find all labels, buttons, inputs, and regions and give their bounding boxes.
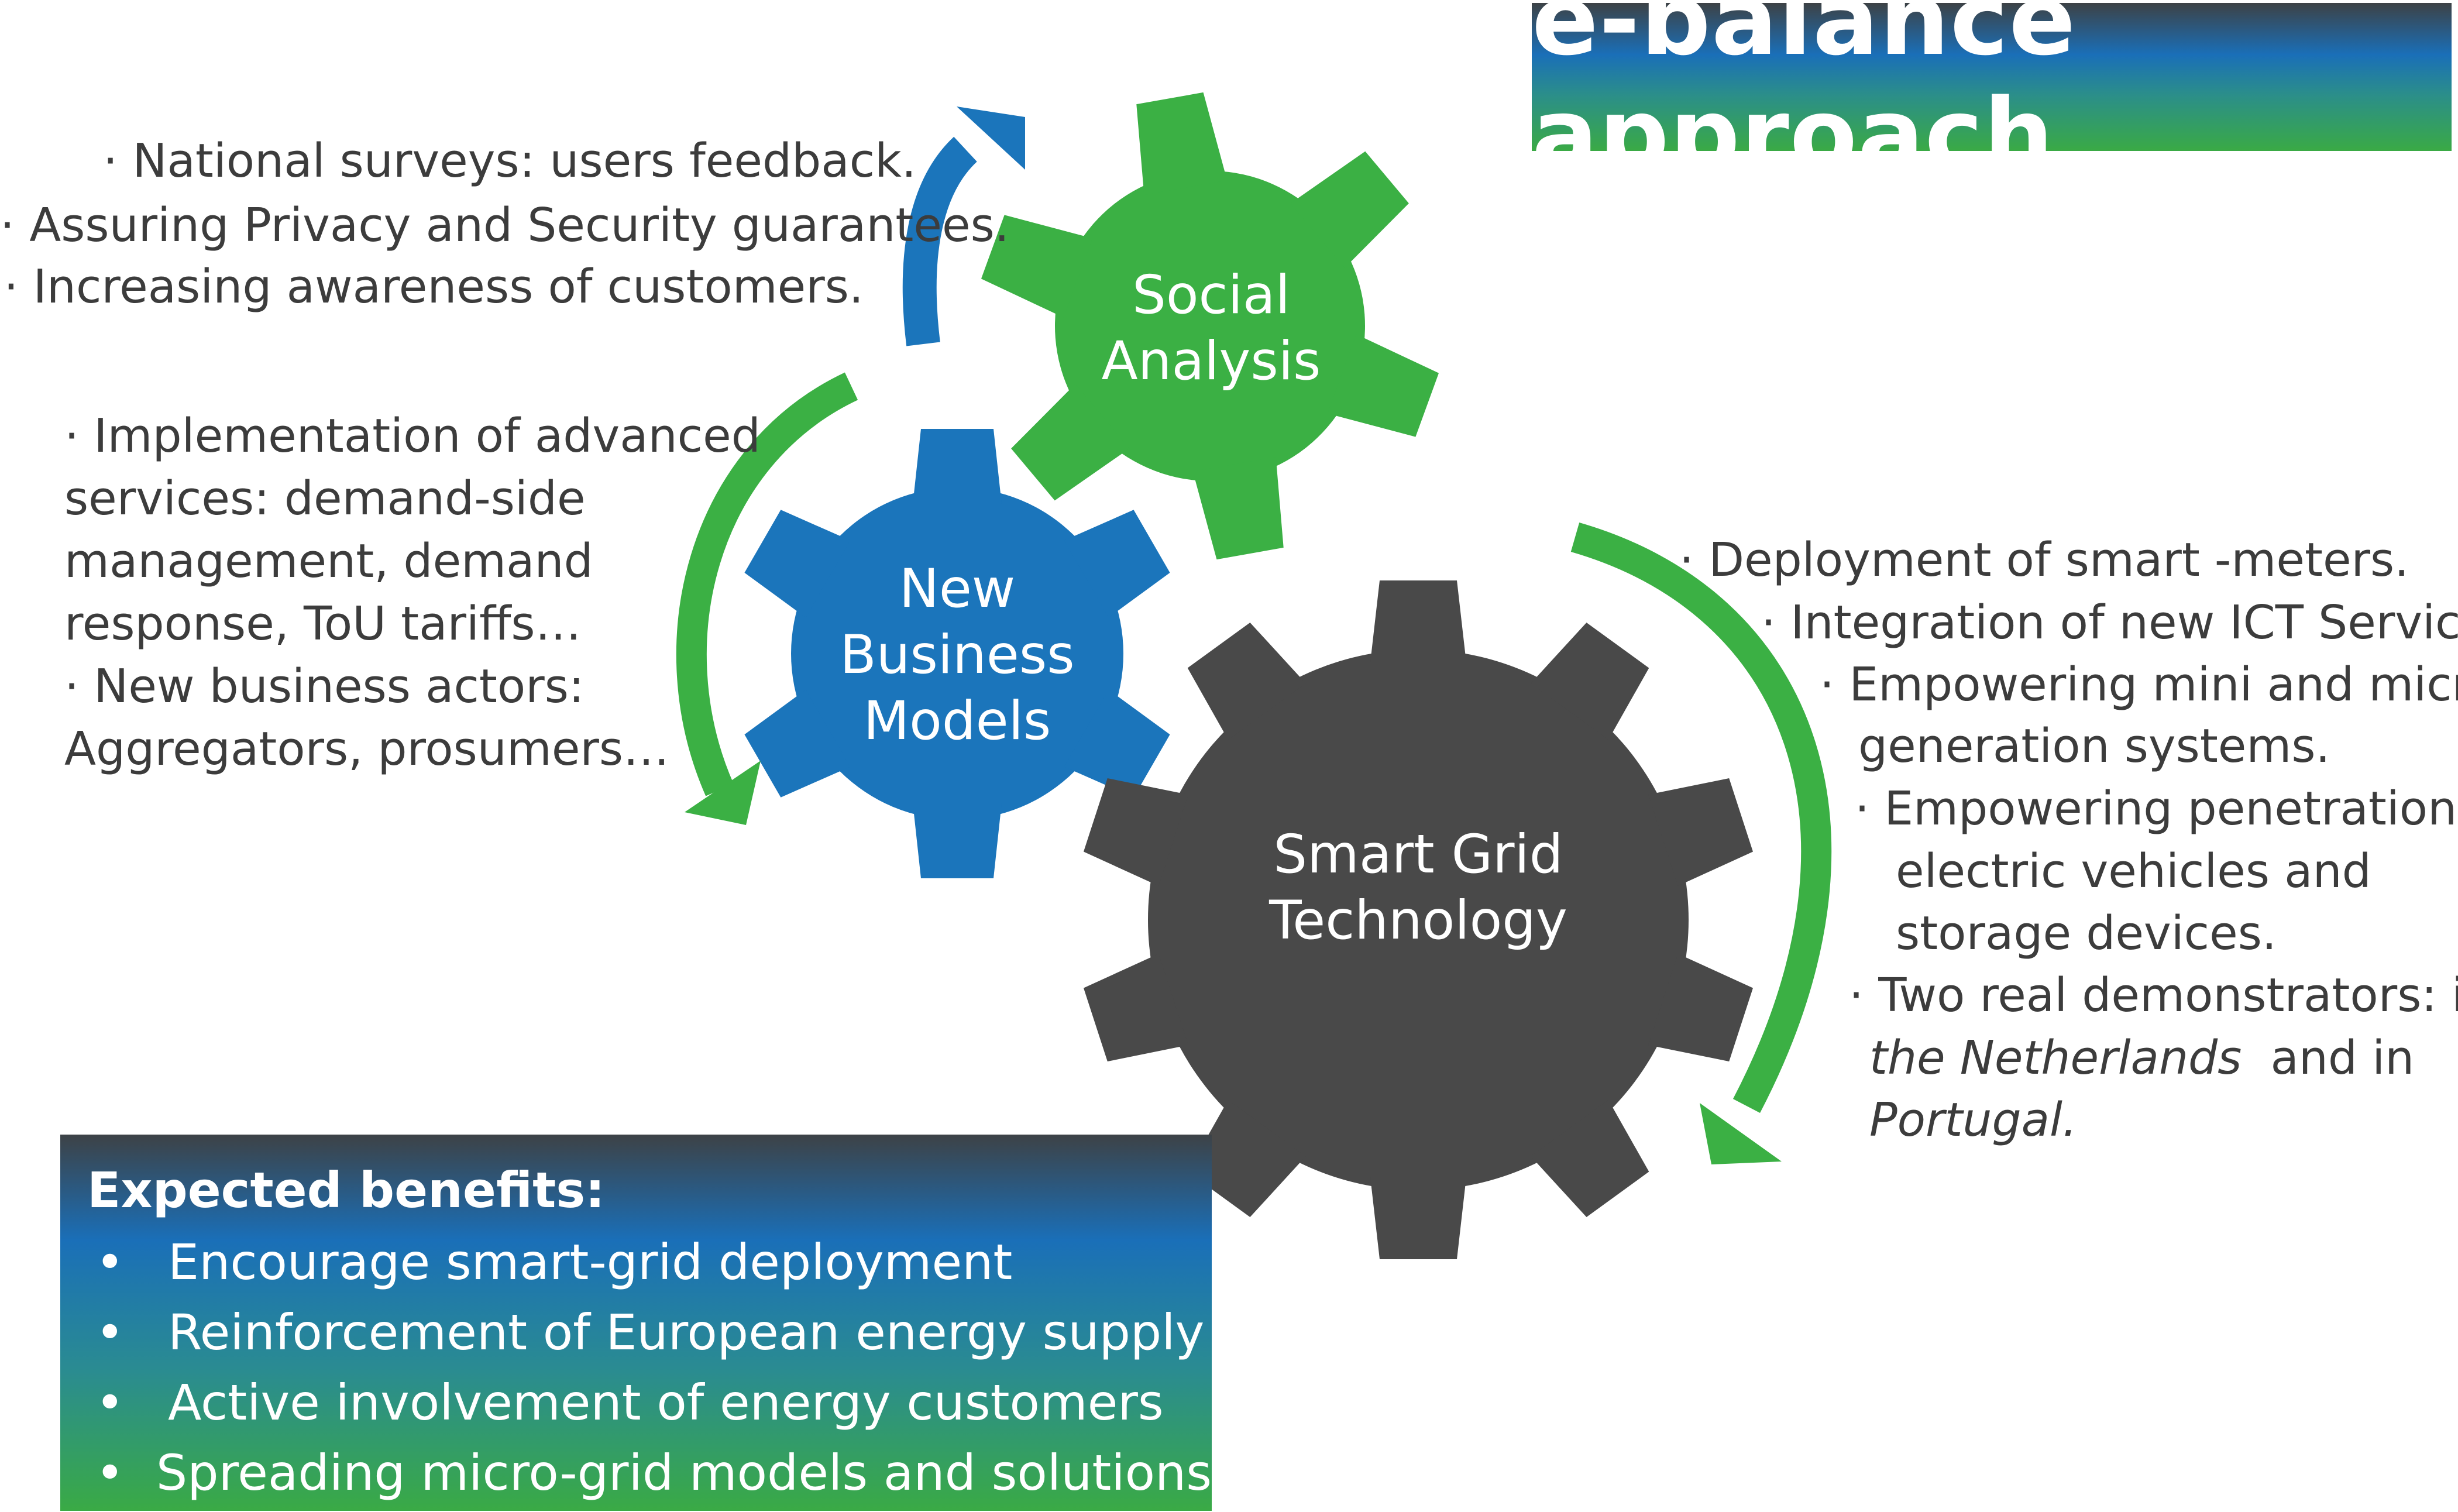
social-analysis-gear: [981, 92, 1439, 560]
green-curved-arrow-right: [1570, 523, 1832, 1164]
page-title: e-balance approach: [1532, 0, 2077, 192]
tech-point: · Integration of new ICT Services.: [1761, 596, 2458, 650]
benefit-text: Spreading micro-grid models and solution…: [156, 1444, 1212, 1501]
tech-point: · Deployment of smart -meters.: [1679, 533, 2409, 587]
benefit-text: Encourage smart-grid deployment: [168, 1233, 1013, 1291]
tech-point: generation systems.: [1858, 719, 2330, 773]
business-point: management, demand: [64, 534, 593, 588]
benefit-text: Active involvement of energy customers: [168, 1374, 1164, 1431]
social-points-3: · Increasing awareness of customers.: [0, 256, 864, 318]
social-point: · Assuring Privacy and Security guarante…: [0, 198, 1009, 252]
bullet-icon: •: [95, 1444, 125, 1501]
tech-point-and-in: and in: [2270, 1031, 2415, 1085]
benefit-item: • Active involvement of energy customers: [87, 1367, 1212, 1438]
tech-point: storage devices.: [1896, 906, 2277, 960]
tech-point: · Empowering penetration of: [1855, 782, 2458, 836]
social-analysis-label: Social Analysis: [1101, 264, 1321, 392]
social-point: · Increasing awareness of customers.: [4, 260, 864, 314]
bullet-icon: •: [95, 1374, 125, 1431]
social-points-2: · Assuring Privacy and Security guarante…: [0, 194, 1009, 257]
business-point: · Implementation of advanced: [64, 409, 761, 463]
tech-point: the Netherlands and in: [1869, 1027, 2414, 1090]
green-curved-arrow-left: [676, 372, 858, 825]
tech-point-portugal: Portugal.: [1869, 1093, 2078, 1147]
business-point: · New business actors:: [64, 659, 585, 713]
bullet-icon: •: [95, 1233, 125, 1291]
business-models-gear: [744, 429, 1170, 878]
business-models-label: New Business Models: [840, 558, 1075, 752]
smart-grid-label: Smart Grid Technology: [1269, 824, 1567, 951]
tech-point-netherlands: the Netherlands: [1869, 1031, 2242, 1085]
title-banner: e-balance approach: [1532, 0, 2452, 192]
tech-point: · Empowering mini and micro: [1820, 658, 2458, 712]
benefit-item: • Reinforcement of European energy suppl…: [87, 1297, 1212, 1367]
social-point: · National surveys: users feedback.: [103, 134, 916, 188]
business-points: · Implementation of advanced services: d…: [64, 405, 761, 781]
business-point: Aggregators, prosumers…: [64, 722, 670, 776]
tech-point: · Two real demonstrators: in: [1849, 968, 2458, 1022]
benefit-item: • Spreading micro-grid models and soluti…: [87, 1438, 1212, 1508]
social-points: · National surveys: users feedback.: [0, 130, 916, 193]
benefit-item: • Encourage smart-grid deployment: [87, 1227, 1212, 1297]
tech-point: electric vehicles and: [1896, 844, 2371, 898]
business-point: services: demand-side: [64, 472, 586, 525]
expected-benefits-box: Expected benefits: • Encourage smart-gri…: [60, 1135, 1212, 1511]
benefit-text: Reinforcement of European energy supply: [168, 1304, 1205, 1361]
business-point: response, ToU tariffs…: [64, 597, 582, 651]
smart-grid-gear: [1083, 580, 1754, 1259]
blue-curved-arrow: [902, 106, 1025, 346]
bullet-icon: •: [95, 1304, 125, 1361]
benefits-heading: Expected benefits:: [87, 1162, 605, 1219]
